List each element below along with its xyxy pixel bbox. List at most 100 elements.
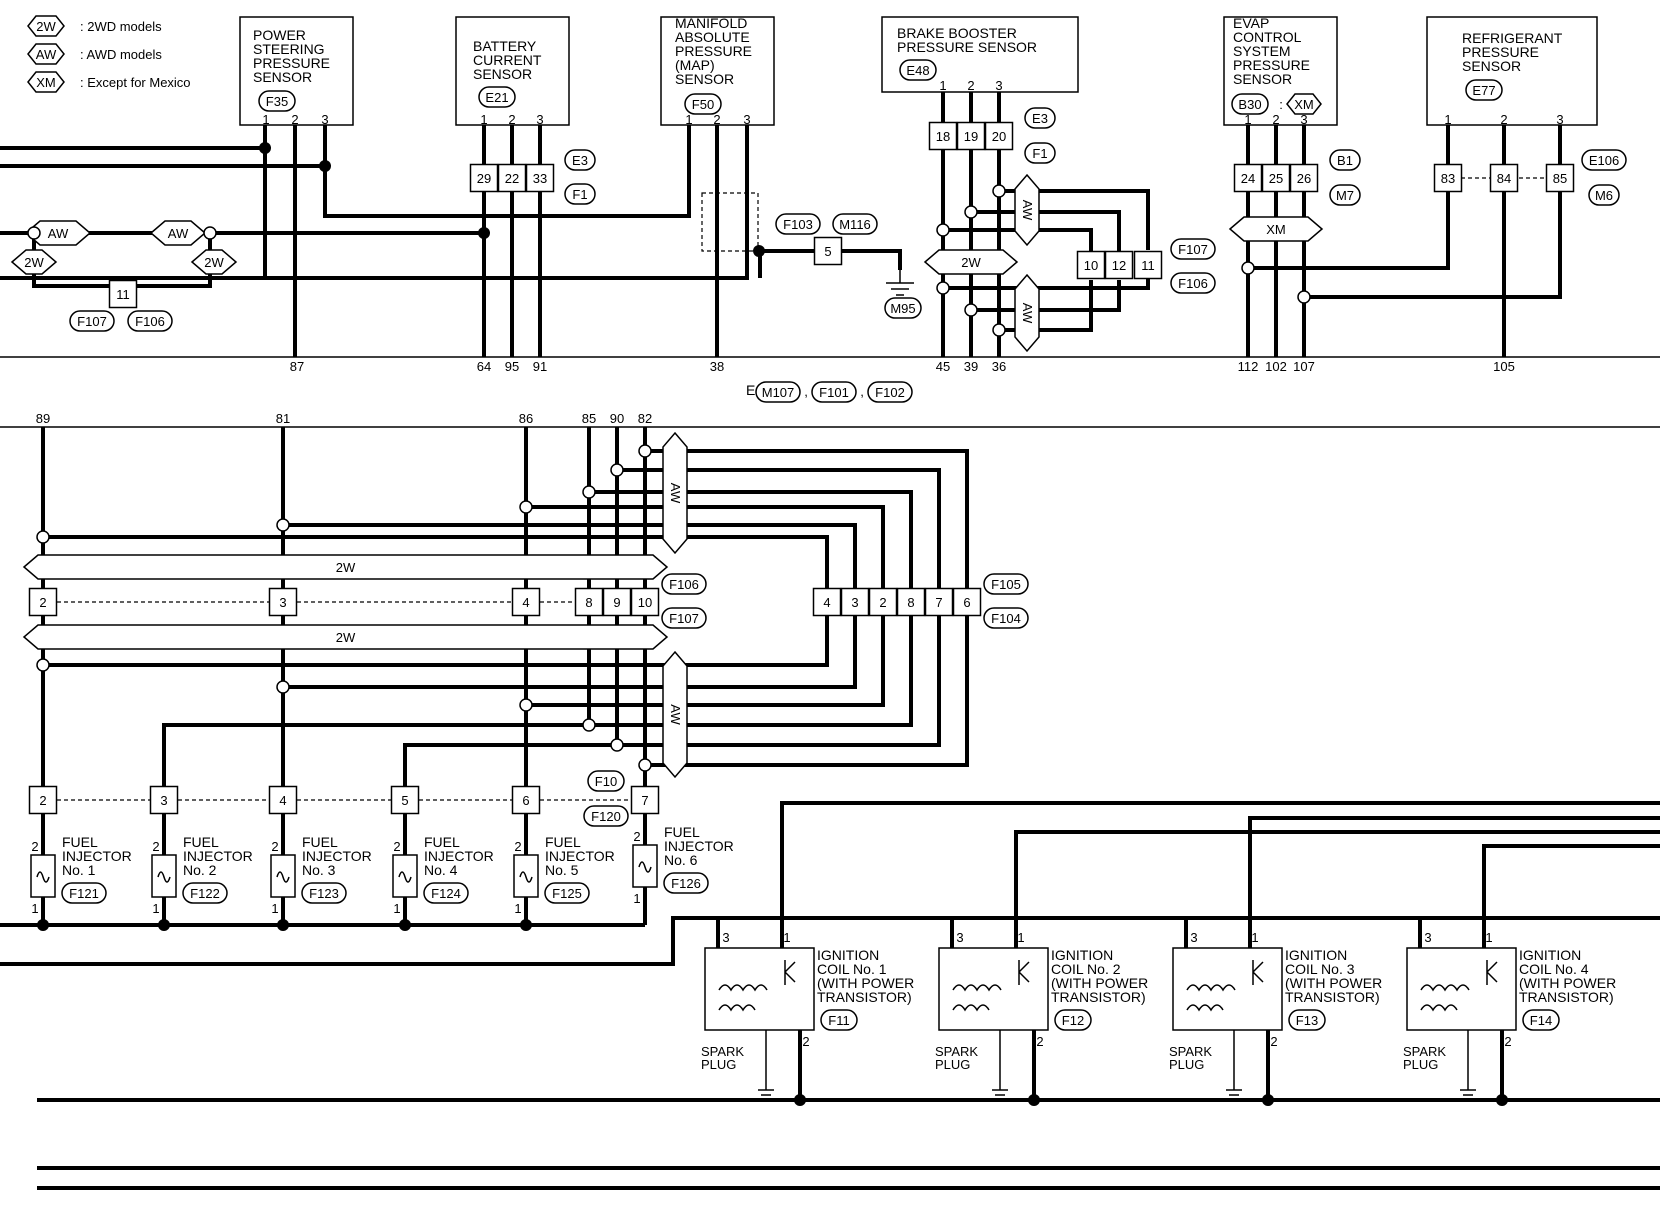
connector-bubble bbox=[899, 59, 937, 81]
terminal-box bbox=[28, 587, 58, 617]
wire bbox=[999, 189, 1150, 250]
coil-pin: 1 bbox=[1017, 930, 1024, 945]
connector-bubble bbox=[1588, 184, 1620, 206]
spark-plug-label: PLUG bbox=[701, 1057, 736, 1072]
junction-dot bbox=[259, 142, 271, 154]
splice-point bbox=[36, 658, 50, 672]
splice-point bbox=[203, 226, 217, 240]
splice-point bbox=[519, 500, 533, 514]
connector-bubble bbox=[1522, 1009, 1560, 1031]
coil-pin: 1 bbox=[1485, 930, 1492, 945]
splice-point bbox=[276, 518, 290, 532]
sensor-name-line: POWER bbox=[253, 27, 306, 43]
injector-name: No. 2 bbox=[183, 862, 217, 878]
splice-point bbox=[1241, 261, 1255, 275]
splice-point bbox=[964, 303, 978, 317]
coil-name: IGNITION bbox=[1285, 947, 1347, 963]
terminal-number: 5 bbox=[401, 793, 408, 808]
splice-point bbox=[936, 281, 950, 295]
connector-id: F106 bbox=[669, 577, 699, 592]
connector-bubble bbox=[983, 607, 1029, 629]
wire bbox=[759, 249, 902, 270]
connector-id: F106 bbox=[1178, 276, 1208, 291]
terminal-box bbox=[149, 785, 179, 815]
terminal-box bbox=[1133, 250, 1163, 280]
terminal-number: 8 bbox=[907, 595, 914, 610]
option-tag-label: 2W bbox=[36, 19, 56, 34]
connector-bubble bbox=[832, 213, 878, 235]
injector-connector: F125 bbox=[552, 886, 582, 901]
splice-point bbox=[992, 323, 1006, 337]
ecm-pin-number: 112 bbox=[1238, 359, 1259, 374]
terminal-box bbox=[840, 587, 870, 617]
terminal-number: 84 bbox=[1497, 171, 1511, 186]
sensor-pin-number: 2 bbox=[508, 112, 515, 127]
harness-band-label: 2W bbox=[336, 560, 356, 575]
connector-id: F1 bbox=[572, 187, 587, 202]
terminal-box bbox=[574, 587, 604, 617]
injector-pin: 2 bbox=[514, 839, 521, 854]
terminal-number: 25 bbox=[1269, 171, 1283, 186]
sensor-pin-number: 1 bbox=[685, 112, 692, 127]
harness-band bbox=[1014, 173, 1040, 247]
connector-bubble bbox=[182, 882, 228, 904]
sensor-name-line: EVAP bbox=[1233, 15, 1269, 31]
spark-plug-symbol bbox=[1226, 1030, 1242, 1096]
ecm-pin-number: 91 bbox=[533, 359, 547, 374]
harness-band-label: 2W bbox=[204, 255, 224, 270]
ecm-connector: M107 bbox=[762, 385, 795, 400]
injector-connector: F124 bbox=[431, 886, 461, 901]
sensor-connector: E21 bbox=[485, 90, 508, 105]
harness-band bbox=[923, 249, 1019, 275]
splice-point bbox=[610, 738, 624, 752]
ecm-pin-number: 36 bbox=[992, 359, 1006, 374]
injector-name: FUEL bbox=[62, 834, 98, 850]
terminal-number: 3 bbox=[279, 595, 286, 610]
coil-pin: 3 bbox=[956, 930, 963, 945]
connector-id: F120 bbox=[591, 809, 621, 824]
terminal-number: 20 bbox=[992, 129, 1006, 144]
connector-bubble bbox=[127, 310, 173, 332]
sensor-name-line: BATTERY bbox=[473, 38, 537, 54]
terminal-number: 83 bbox=[1441, 171, 1455, 186]
sensor-connector: B30 bbox=[1238, 97, 1261, 112]
ecm-pin-number: 64 bbox=[477, 359, 491, 374]
harness-band bbox=[1228, 216, 1324, 242]
coil-winding-symbol bbox=[718, 984, 768, 1012]
connector-bubble bbox=[61, 882, 107, 904]
connector-bubble bbox=[755, 381, 801, 403]
sensor-name-line: SENSOR bbox=[473, 66, 532, 82]
sensor-name-line: MANIFOLD bbox=[675, 15, 747, 31]
sensor-name-line: PRESSURE SENSOR bbox=[897, 39, 1037, 55]
coil-pin: 2 bbox=[802, 1034, 809, 1049]
harness-band bbox=[22, 624, 669, 650]
ground-symbol bbox=[886, 270, 914, 296]
ignition-coil-box bbox=[704, 947, 815, 1031]
shield bbox=[701, 192, 759, 252]
sensor-pin-number: 1 bbox=[480, 112, 487, 127]
junction-dot bbox=[399, 919, 411, 931]
harness-band bbox=[10, 249, 58, 275]
injector-name: INJECTOR bbox=[62, 848, 132, 864]
sensor-name-line: ABSOLUTE bbox=[675, 29, 750, 45]
terminal-number: 9 bbox=[613, 595, 620, 610]
connector-bubble bbox=[69, 310, 115, 332]
separator: , bbox=[804, 384, 808, 399]
terminal-box bbox=[511, 785, 541, 815]
connector-bubble bbox=[1465, 79, 1503, 101]
sensor-name-line: SENSOR bbox=[675, 71, 734, 87]
coil-name: TRANSISTOR) bbox=[1051, 989, 1146, 1005]
harness-band-label: AW bbox=[48, 226, 69, 241]
connector-bubble bbox=[564, 183, 596, 205]
sensor-connector: F35 bbox=[266, 94, 288, 109]
legend-text: : 2WD models bbox=[80, 19, 162, 34]
connector-id: E106 bbox=[1589, 153, 1619, 168]
sensor-pin-number: 2 bbox=[713, 112, 720, 127]
spark-plug-label: PLUG bbox=[935, 1057, 970, 1072]
connector-bubble bbox=[423, 882, 469, 904]
ecm-pin-number: 81 bbox=[276, 411, 290, 426]
terminal-box bbox=[1104, 250, 1134, 280]
option-tag bbox=[27, 15, 65, 37]
coil-symbol bbox=[519, 871, 533, 883]
